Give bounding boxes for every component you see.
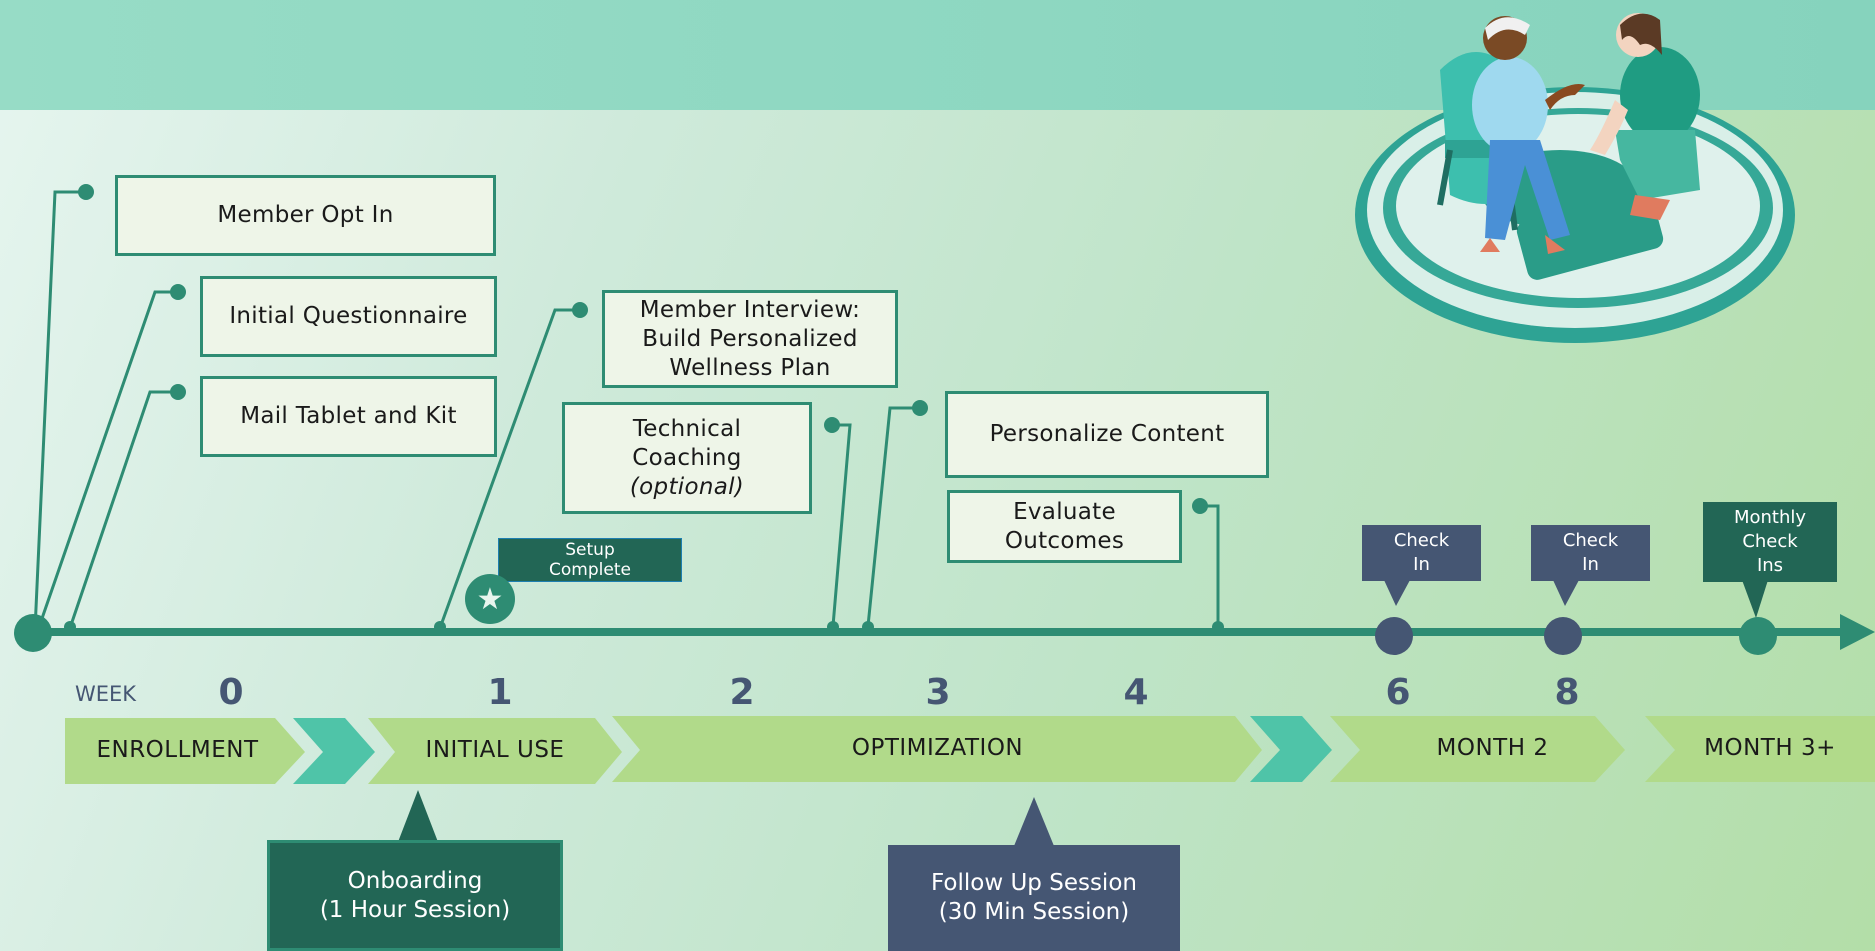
- callout-tails: [398, 580, 1768, 846]
- week-number-1: 1: [487, 672, 513, 713]
- follow-up-session-callout: Follow Up Session (30 Min Session): [888, 845, 1180, 951]
- technical-coaching-box: Technical Coaching (optional): [562, 402, 812, 514]
- initial-questionnaire-label: Initial Questionnaire: [229, 303, 468, 329]
- week-number-3: 3: [925, 672, 951, 713]
- phase-optimization: OPTIMIZATION: [851, 735, 1024, 761]
- member-interview-line-1: Member Interview:: [639, 296, 861, 323]
- phase-initial-use: INITIAL USE: [425, 737, 565, 763]
- technical-coaching-optional: (optional): [629, 473, 745, 500]
- week-number-6: 6: [1385, 672, 1411, 713]
- check-in-week-8-callout: Check In: [1531, 525, 1650, 581]
- clinician-member-illustration: [1355, 13, 1795, 343]
- onboarding-line-1: Onboarding: [347, 867, 483, 894]
- evaluate-outcomes-line-2: Outcomes: [1004, 527, 1125, 554]
- setup-complete-label: Setup Complete: [498, 538, 682, 582]
- phase-month-3-plus: MONTH 3+: [1704, 735, 1836, 761]
- check-in-week-6-line-1: Check: [1393, 530, 1450, 551]
- star-glyph: ★: [476, 581, 504, 617]
- follow-up-line-1: Follow Up Session: [931, 870, 1137, 896]
- star-icon: ★: [465, 574, 515, 624]
- member-opt-in-label: Member Opt In: [217, 202, 394, 228]
- member-opt-in-box: Member Opt In: [115, 175, 496, 256]
- mail-tablet-kit-box: Mail Tablet and Kit: [200, 376, 497, 457]
- week-number-2: 2: [729, 672, 755, 713]
- week-number-0: 0: [218, 672, 244, 713]
- check-in-week-8-line-2: In: [1582, 554, 1599, 575]
- week-number-4: 4: [1123, 672, 1149, 713]
- check-in-week-6-callout: Check In: [1362, 525, 1481, 581]
- evaluate-outcomes-box: Evaluate Outcomes: [947, 490, 1182, 563]
- onboarding-session-callout: Onboarding (1 Hour Session): [267, 840, 563, 951]
- member-interview-box: Member Interview: Build Personalized Wel…: [602, 290, 898, 388]
- monthly-check-ins-callout: Monthly Check Ins: [1703, 502, 1837, 582]
- week-number-8: 8: [1554, 672, 1580, 713]
- monthly-check-ins-line-1: Monthly: [1733, 507, 1807, 528]
- personalize-content-box: Personalize Content: [945, 391, 1269, 478]
- member-interview-line-2: Build Personalized: [642, 325, 858, 352]
- phase-month-2: MONTH 2: [1436, 735, 1549, 761]
- follow-up-line-2: (30 Min Session): [938, 899, 1130, 925]
- initial-questionnaire-box: Initial Questionnaire: [200, 276, 497, 357]
- check-in-week-6-line-2: In: [1413, 554, 1430, 575]
- timeline-axis: [14, 614, 1875, 655]
- check-in-week-8-line-1: Check: [1562, 530, 1619, 551]
- setup-complete-line-1: Setup: [565, 540, 615, 560]
- phase-enrollment: ENROLLMENT: [96, 737, 259, 763]
- mail-tablet-kit-label: Mail Tablet and Kit: [240, 403, 457, 429]
- week-label: WEEK: [75, 682, 137, 706]
- personalize-content-label: Personalize Content: [989, 421, 1225, 447]
- technical-coaching-line-2: Coaching: [632, 444, 742, 471]
- member-interview-line-3: Wellness Plan: [669, 354, 831, 381]
- onboarding-line-2: (1 Hour Session): [319, 896, 511, 923]
- technical-coaching-line-1: Technical: [632, 415, 742, 442]
- monthly-check-ins-line-3: Ins: [1756, 555, 1784, 576]
- setup-complete-line-2: Complete: [549, 560, 631, 580]
- phase-arrows: [65, 716, 1875, 784]
- evaluate-outcomes-line-1: Evaluate: [1013, 498, 1116, 525]
- monthly-check-ins-line-2: Check: [1742, 531, 1798, 552]
